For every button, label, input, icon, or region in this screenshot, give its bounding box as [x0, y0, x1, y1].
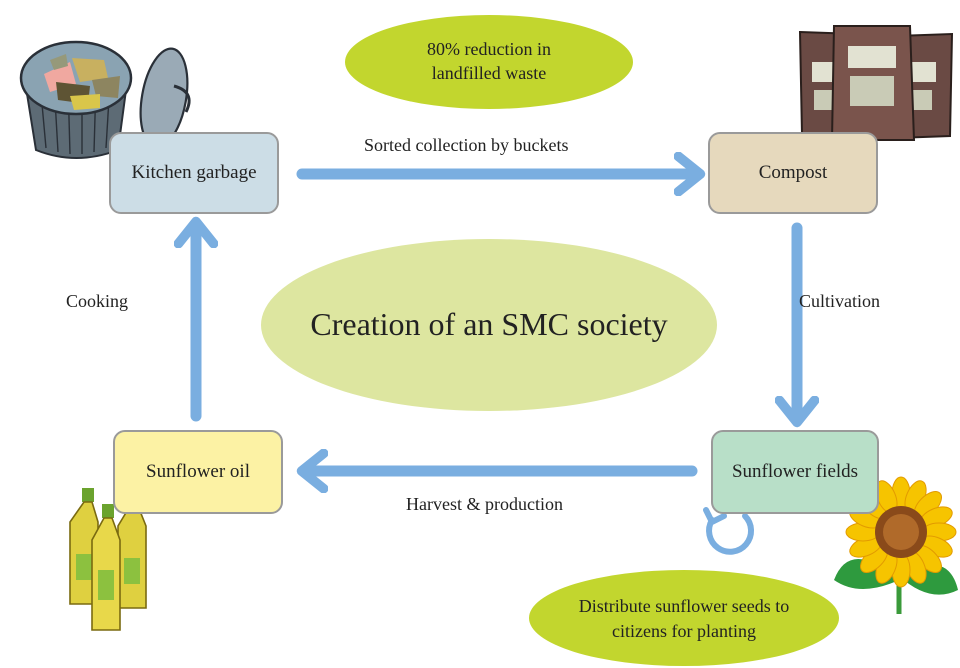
- node-compost: Compost: [708, 132, 878, 214]
- sunflower-icon: [834, 476, 958, 614]
- node-sunflower-fields-label: Sunflower fields: [731, 461, 859, 482]
- center-title: Creation of an SMC society: [300, 268, 678, 380]
- center-ellipse: [261, 239, 717, 411]
- node-sunflower-oil: Sunflower oil: [113, 430, 283, 514]
- distribute-callout-ellipse: [529, 570, 839, 666]
- edge-label-harvest: Harvest & production: [406, 494, 563, 514]
- reduction-callout: 80% reduction in landfilled waste: [395, 30, 583, 92]
- distribute-callout: Distribute sunflower seeds to citizens f…: [552, 588, 816, 650]
- circular-arrow-icon: [703, 507, 754, 555]
- node-compost-label: Compost: [758, 162, 828, 183]
- oil-bottles-icon: [69, 488, 147, 631]
- node-kitchen-garbage-label: Kitchen garbage: [131, 162, 257, 183]
- node-sunflower-oil-label: Sunflower oil: [146, 461, 250, 482]
- edge-label-cooking: Cooking: [66, 291, 129, 311]
- reduction-callout-text: 80% reduction in landfilled waste: [427, 39, 551, 83]
- garbage-bucket-icon: [19, 40, 191, 159]
- compost-bags-icon: [798, 25, 954, 141]
- node-sunflower-fields: Sunflower fields: [711, 430, 879, 514]
- edge-label-cultivation: Cultivation: [799, 291, 880, 311]
- center-title-text: Creation of an SMC society: [310, 306, 668, 342]
- reduction-callout-ellipse: [345, 15, 633, 109]
- flow-arrows: [196, 174, 797, 471]
- distribute-callout-text: Distribute sunflower seeds to citizens f…: [578, 596, 790, 641]
- node-kitchen-garbage: Kitchen garbage: [109, 132, 279, 214]
- edge-label-collection: Sorted collection by buckets: [364, 135, 569, 155]
